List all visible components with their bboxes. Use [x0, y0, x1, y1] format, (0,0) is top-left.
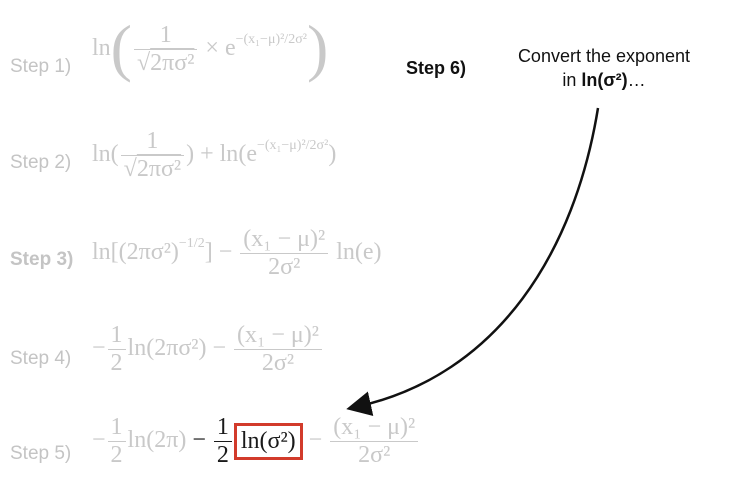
step-2-equation: ln(1√2πσ²) + ln(e−(x₁−μ)²/2σ²): [92, 128, 337, 182]
step-3-label: Step 3): [10, 249, 74, 270]
step-2-label: Step 2): [10, 152, 72, 173]
step-4-label: Step 4): [10, 348, 72, 369]
curved-arrow: [346, 107, 600, 416]
step-1-label: Step 1): [10, 56, 72, 77]
step-5-label: Step 5): [10, 443, 72, 464]
ln-text: ln: [92, 35, 111, 62]
fraction: 1√2πσ²: [133, 22, 198, 77]
highlighted-ln-sigma-squared: ln(σ²): [233, 423, 303, 460]
note-line-2: in ln(σ²)…: [562, 70, 646, 90]
step-1-equation: ln(1√2πσ² × e−(x₁−μ)²/2σ²): [92, 12, 329, 84]
step-6-label: Step 6): [406, 58, 467, 78]
note-line-1: Convert the exponent: [517, 46, 691, 66]
annotation-note: Convert the exponent in ln(σ²)…: [484, 44, 724, 92]
